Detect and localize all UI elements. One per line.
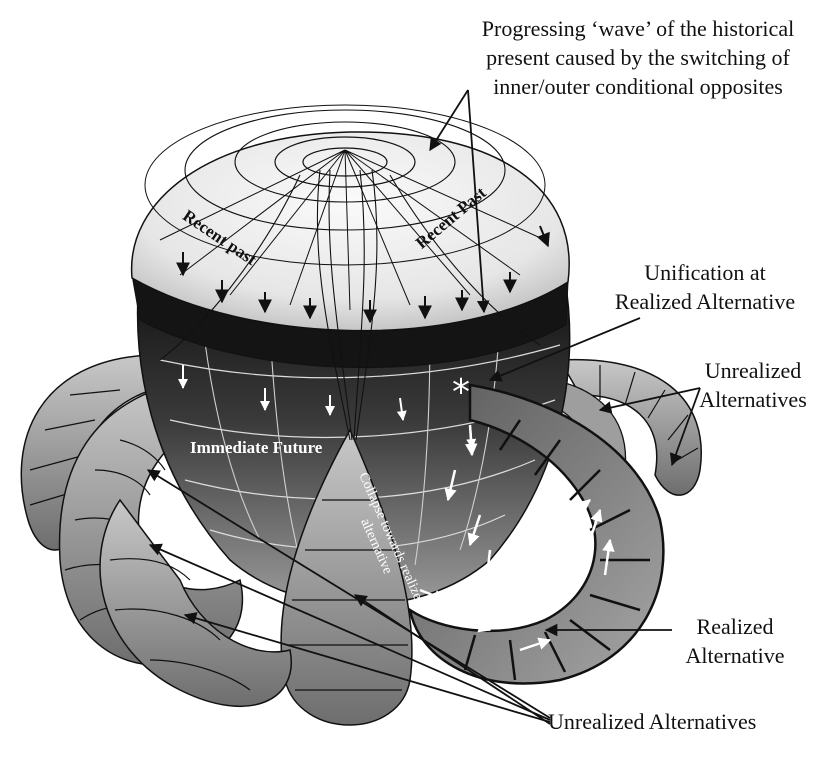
- label-progressing-wave-line-3: inner/outer conditional opposites: [448, 72, 828, 101]
- label-unification-line-1: Unification at: [590, 258, 820, 287]
- label-unrealized-right-line-2: Alternatives: [680, 385, 826, 414]
- label-progressing-wave-line-1: Progressing ‘wave’ of the historical: [448, 14, 828, 43]
- label-progressing-wave: Progressing ‘wave’ of the historical pre…: [448, 14, 828, 101]
- label-unification-line-2: Realized Alternative: [590, 287, 820, 316]
- label-unification: Unification at Realized Alternative: [590, 258, 820, 316]
- unification-marker-icon: *: [452, 372, 470, 413]
- label-progressing-wave-line-2: present caused by the switching of: [448, 43, 828, 72]
- label-realized-line-2: Alternative: [670, 641, 800, 670]
- label-immediate-future: Immediate Future: [190, 438, 322, 458]
- label-realized-alternative: Realized Alternative: [670, 612, 800, 670]
- label-realized-line-1: Realized: [670, 612, 800, 641]
- label-unrealized-alternatives-right: Unrealized Alternatives: [680, 356, 826, 414]
- label-unrealized-right-line-1: Unrealized: [680, 356, 826, 385]
- label-unrealized-alternatives-bottom: Unrealized Alternatives: [548, 708, 788, 736]
